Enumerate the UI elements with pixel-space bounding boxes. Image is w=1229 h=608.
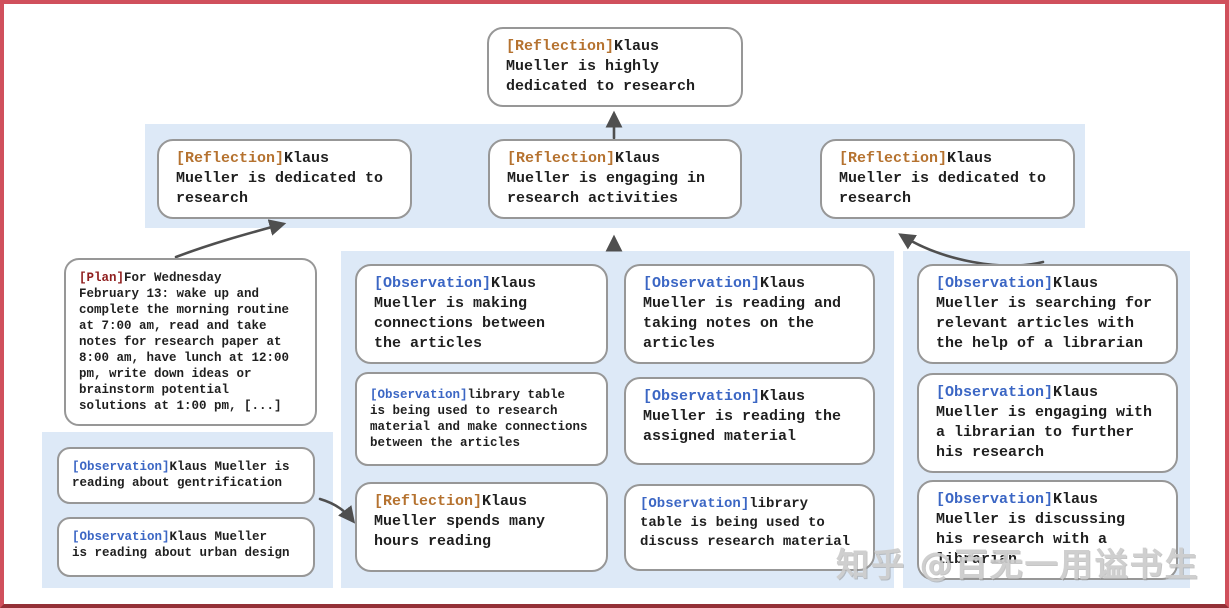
node-obs-gentrification: [Observation]Klaus Mueller is reading ab… xyxy=(57,447,315,504)
node-text: Klaus Mueller is engaging with a librari… xyxy=(936,384,1153,461)
observation-tag: [Observation] xyxy=(640,496,750,512)
node-reflection-left: [Reflection]Klaus Mueller is dedicated t… xyxy=(157,139,412,219)
node-obs-urban-design: [Observation]Klaus Mueller is reading ab… xyxy=(57,517,315,577)
observation-tag: [Observation] xyxy=(643,388,761,405)
arrow-plan-to-left-reflection xyxy=(174,219,287,259)
node-text: Klaus Mueller is dedicated to research xyxy=(839,150,1047,207)
node-reflection-hours-reading: [Reflection]Klaus Mueller spends many ho… xyxy=(355,482,608,572)
watermark: 知乎 @百无一用谥书生 xyxy=(836,545,1200,584)
observation-tag: [Observation] xyxy=(936,384,1054,401)
node-obs-searching-articles: [Observation]Klaus Mueller is searching … xyxy=(917,264,1178,364)
node-obs-library-research: [Observation]library table is being used… xyxy=(355,372,608,466)
reflection-tag: [Reflection] xyxy=(176,150,285,167)
node-text: library table is being used to discuss r… xyxy=(640,496,851,550)
node-text: Klaus Mueller is dedicated to research xyxy=(176,150,384,207)
node-text: Klaus Mueller spends many hours reading xyxy=(374,493,546,550)
reflection-tag: [Reflection] xyxy=(839,150,948,167)
node-obs-engaging-librarian: [Observation]Klaus Mueller is engaging w… xyxy=(917,373,1178,473)
observation-tag: [Observation] xyxy=(643,275,761,292)
observation-tag: [Observation] xyxy=(72,460,170,474)
node-text: Klaus Mueller is searching for relevant … xyxy=(936,275,1153,352)
node-reflection-right: [Reflection]Klaus Mueller is dedicated t… xyxy=(820,139,1075,219)
reflection-tag: [Reflection] xyxy=(506,38,615,55)
observation-tag: [Observation] xyxy=(936,275,1054,292)
node-text: Klaus Mueller is reading and taking note… xyxy=(643,275,842,352)
observation-tag: [Observation] xyxy=(936,491,1054,508)
node-text: Klaus Mueller is reading about gentrific… xyxy=(72,460,290,490)
reflection-tag: [Reflection] xyxy=(507,150,616,167)
node-root-reflection: [Reflection]Klaus Mueller is highly dedi… xyxy=(487,27,743,107)
node-obs-taking-notes: [Observation]Klaus Mueller is reading an… xyxy=(624,264,875,364)
reflection-tag: [Reflection] xyxy=(374,493,483,510)
node-obs-discussing-research: [Observation]Klaus Mueller is discussing… xyxy=(917,480,1178,580)
observation-tag: [Observation] xyxy=(374,275,492,292)
node-text: library table is being used to research … xyxy=(370,388,588,450)
node-obs-connections: [Observation]Klaus Mueller is making con… xyxy=(355,264,608,364)
node-obs-assigned-material: [Observation]Klaus Mueller is reading th… xyxy=(624,377,875,465)
node-text: Klaus Mueller is discussing his research… xyxy=(936,491,1126,568)
node-text: Klaus Mueller is engaging in research ac… xyxy=(507,150,706,207)
plan-tag: [Plan] xyxy=(79,271,125,285)
node-text: For Wednesday February 13: wake up and c… xyxy=(79,271,290,413)
observation-tag: [Observation] xyxy=(72,530,170,544)
node-reflection-middle: [Reflection]Klaus Mueller is engaging in… xyxy=(488,139,742,219)
node-text: Klaus Mueller is making connections betw… xyxy=(374,275,546,352)
node-text: Klaus Mueller is highly dedicated to res… xyxy=(506,38,696,95)
node-obs-library-discuss: [Observation]library table is being used… xyxy=(624,484,875,571)
node-plan: [Plan]For Wednesday February 13: wake up… xyxy=(64,258,317,426)
node-text: Klaus Mueller is reading about urban des… xyxy=(72,530,290,560)
observation-tag: [Observation] xyxy=(370,388,468,402)
node-text: Klaus Mueller is reading the assigned ma… xyxy=(643,388,842,445)
